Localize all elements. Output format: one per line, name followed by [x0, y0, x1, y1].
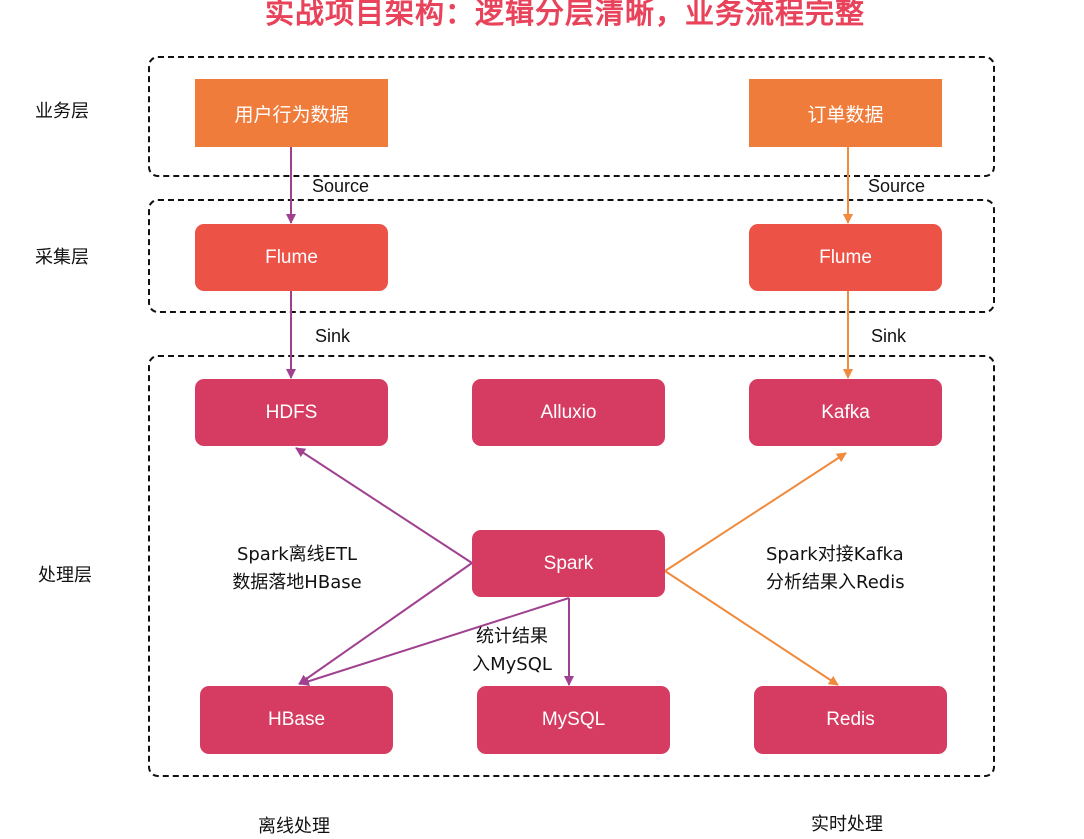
annotation-offline-etl: Spark离线ETL 数据落地HBase	[222, 541, 372, 597]
business-layer-label: 业务层	[35, 101, 89, 122]
collect-layer-container	[148, 199, 995, 313]
node-spark: Spark	[472, 530, 665, 597]
annotation-realtime-line2: 分析结果入Redis	[766, 572, 905, 593]
node-order-data: 订单数据	[749, 79, 942, 147]
section-label-realtime: 实时处理	[811, 814, 883, 835]
edge-label-source-left: Source	[312, 176, 370, 196]
node-flume-left: Flume	[195, 224, 388, 291]
annotation-stats-mysql: 统计结果 入MySQL	[462, 623, 562, 679]
collect-layer-label: 采集层	[35, 247, 89, 268]
process-layer-container	[148, 355, 995, 777]
edge-spark-to-redis	[664, 570, 839, 686]
annotation-offline-etl-line2: 数据落地HBase	[232, 572, 362, 593]
annotation-realtime-line1: Spark对接Kafka	[766, 544, 904, 565]
diagram-title: 实战项目架构：逻辑分层清晰，业务流程完整	[264, 0, 865, 30]
node-kafka: Kafka	[749, 379, 942, 446]
edge-spark-to-hdfs	[295, 447, 473, 564]
process-layer-label: 处理层	[38, 565, 92, 586]
edge-label-sink-left: Sink	[315, 326, 351, 346]
annotation-offline-etl-line1: Spark离线ETL	[236, 544, 358, 565]
annotation-stats-mysql-line1: 统计结果	[476, 626, 548, 647]
node-mysql: MySQL	[477, 686, 670, 754]
node-redis: Redis	[754, 686, 947, 754]
section-label-offline: 离线处理	[258, 816, 330, 837]
node-flume-right: Flume	[749, 224, 942, 291]
node-hbase: HBase	[200, 686, 393, 754]
business-layer-container	[148, 56, 995, 177]
annotation-stats-mysql-line2: 入MySQL	[472, 654, 552, 675]
edge-label-source-right: Source	[868, 176, 926, 196]
node-alluxio: Alluxio	[472, 379, 665, 446]
edge-spark-to-kafka	[664, 452, 847, 572]
edge-label-sink-right: Sink	[871, 326, 907, 346]
node-hdfs: HDFS	[195, 379, 388, 446]
edge-spark-to-hbase-etl	[298, 562, 473, 685]
node-user-behavior-data: 用户行为数据	[195, 79, 388, 147]
annotation-realtime: Spark对接Kafka 分析结果入Redis	[766, 541, 936, 597]
edge-spark-to-hbase-stats	[299, 597, 570, 687]
